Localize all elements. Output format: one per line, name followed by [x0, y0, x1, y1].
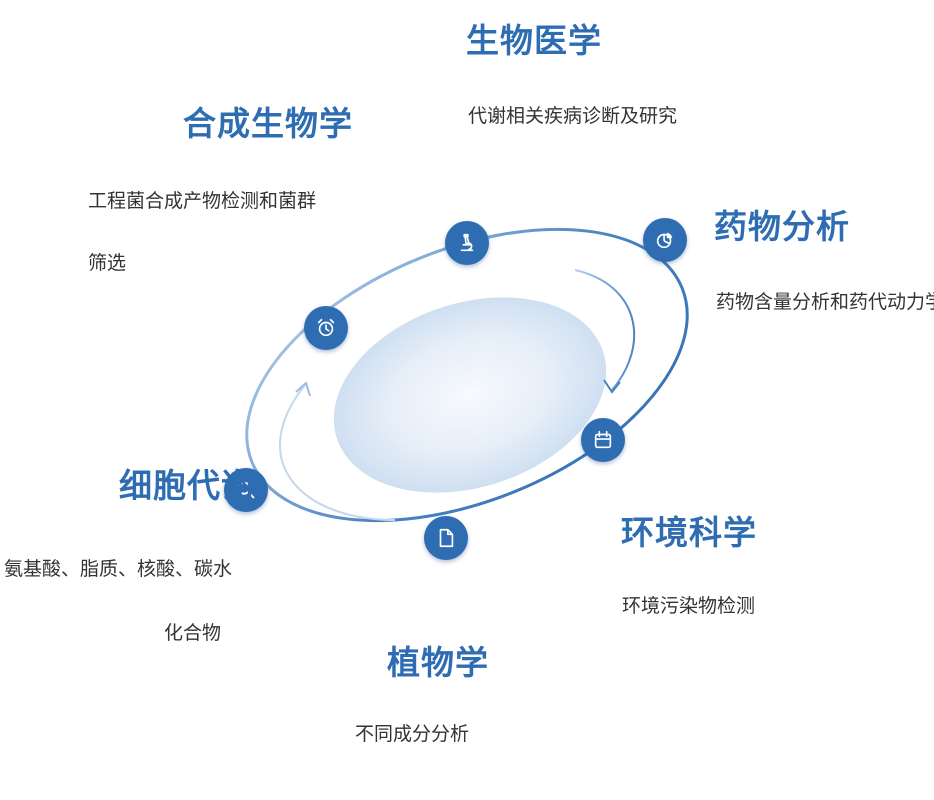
- alarm-clock-icon: [317, 318, 335, 337]
- node-drug-analysis[interactable]: [643, 218, 687, 262]
- title-biomedicine: 生物医学: [466, 21, 602, 60]
- inner-arc-bottom-left: [278, 384, 396, 521]
- desc-synthetic-bio-line1: 工程菌合成产物检测和菌群: [88, 190, 317, 212]
- node-metabolism[interactable]: [224, 468, 268, 512]
- document-icon: [439, 528, 454, 548]
- desc-environment: 环境污染物检测: [622, 595, 756, 617]
- desc-drug-analysis: 药物含量分析和药代动力学: [716, 291, 934, 313]
- desc-plant: 不同成分分析: [355, 723, 470, 745]
- inner-arc-top-right: [574, 269, 636, 391]
- node-synthetic-bio[interactable]: [304, 306, 348, 350]
- pie-chart-icon: [656, 232, 673, 249]
- title-environment: 环境科学: [621, 513, 757, 552]
- arrow-head-left: [295, 381, 311, 397]
- microscope-icon: [460, 233, 474, 252]
- calendar-icon: [594, 430, 612, 449]
- node-plant[interactable]: [424, 516, 468, 560]
- desc-biomedicine: 代谢相关疾病诊断及研究: [468, 105, 678, 127]
- search-icon: [237, 481, 255, 499]
- title-metabolism: 细胞代谢: [119, 466, 255, 505]
- node-environment[interactable]: [581, 418, 625, 462]
- desc-synthetic-bio-line2: 筛选: [88, 252, 127, 274]
- node-biomedicine[interactable]: [445, 221, 489, 265]
- arrow-head-right: [603, 379, 621, 394]
- desc-metabolism-line1: 氨基酸、脂质、核酸、碳水: [4, 558, 233, 580]
- title-plant: 植物学: [387, 643, 489, 682]
- inner-glow: [333, 297, 607, 493]
- title-synthetic-bio: 合成生物学: [183, 104, 353, 143]
- outer-orbit: [245, 227, 689, 523]
- desc-metabolism-line2: 化合物: [164, 622, 222, 644]
- title-drug-analysis: 药物分析: [714, 207, 850, 246]
